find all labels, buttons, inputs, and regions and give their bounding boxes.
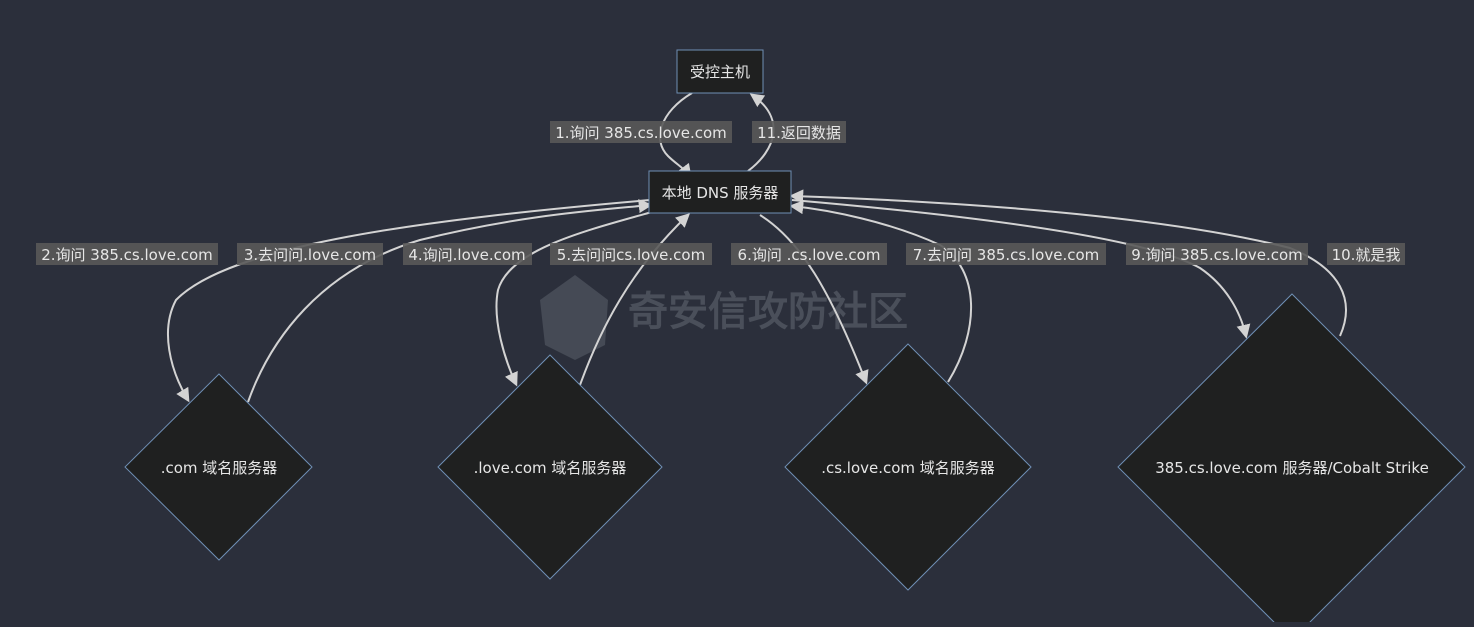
node-com-server-label: .com 域名服务器	[161, 459, 278, 477]
node-cs-server: .cs.love.com 域名服务器	[784, 343, 1032, 591]
edge-label-1: 1.询问 385.cs.love.com	[555, 124, 727, 142]
edge-label-5: 5.去问问cs.love.com	[557, 246, 705, 264]
watermark-logo-icon	[540, 275, 608, 360]
edge-3	[247, 199, 653, 403]
node-final-server: 385.cs.love.com 服务器/Cobalt Strike	[1117, 293, 1466, 627]
edge-label-4: 4.询问.love.com	[408, 246, 525, 264]
node-com-server: .com 域名服务器	[124, 373, 313, 561]
edge-1	[659, 92, 693, 179]
edge-label-9: 9.询问 385.cs.love.com	[1131, 246, 1303, 264]
node-love-server-label: .love.com 域名服务器	[474, 459, 627, 477]
edge-6	[759, 214, 869, 385]
node-local-dns: 本地 DNS 服务器	[648, 170, 792, 214]
edge-label-6: 6.询问 .cs.love.com	[738, 246, 881, 264]
edge-2	[166, 199, 651, 403]
node-local-dns-label: 本地 DNS 服务器	[662, 184, 779, 202]
node-cs-server-label: .cs.love.com 域名服务器	[821, 459, 995, 477]
edge-label-2: 2.询问 385.cs.love.com	[41, 246, 213, 264]
edge-5	[579, 213, 691, 386]
node-host-label: 受控主机	[690, 63, 750, 81]
watermark: 奇安信攻防社区	[540, 275, 908, 360]
edge-label-11: 11.返回数据	[757, 124, 841, 142]
edge-label-7: 7.去问问 385.cs.love.com	[913, 246, 1100, 264]
node-host: 受控主机	[676, 49, 764, 94]
edge-label-3: 3.去问问.love.com	[244, 246, 376, 264]
edge-labels: 1.询问 385.cs.love.com 11.返回数据 2.询问 385.cs…	[36, 121, 1405, 265]
edge-4	[495, 211, 653, 387]
node-love-server: .love.com 域名服务器	[437, 354, 663, 580]
edge-10	[789, 189, 1347, 337]
watermark-text: 奇安信攻防社区	[628, 289, 908, 335]
node-final-server-label: 385.cs.love.com 服务器/Cobalt Strike	[1155, 459, 1429, 477]
edge-label-10: 10.就是我	[1332, 246, 1401, 264]
